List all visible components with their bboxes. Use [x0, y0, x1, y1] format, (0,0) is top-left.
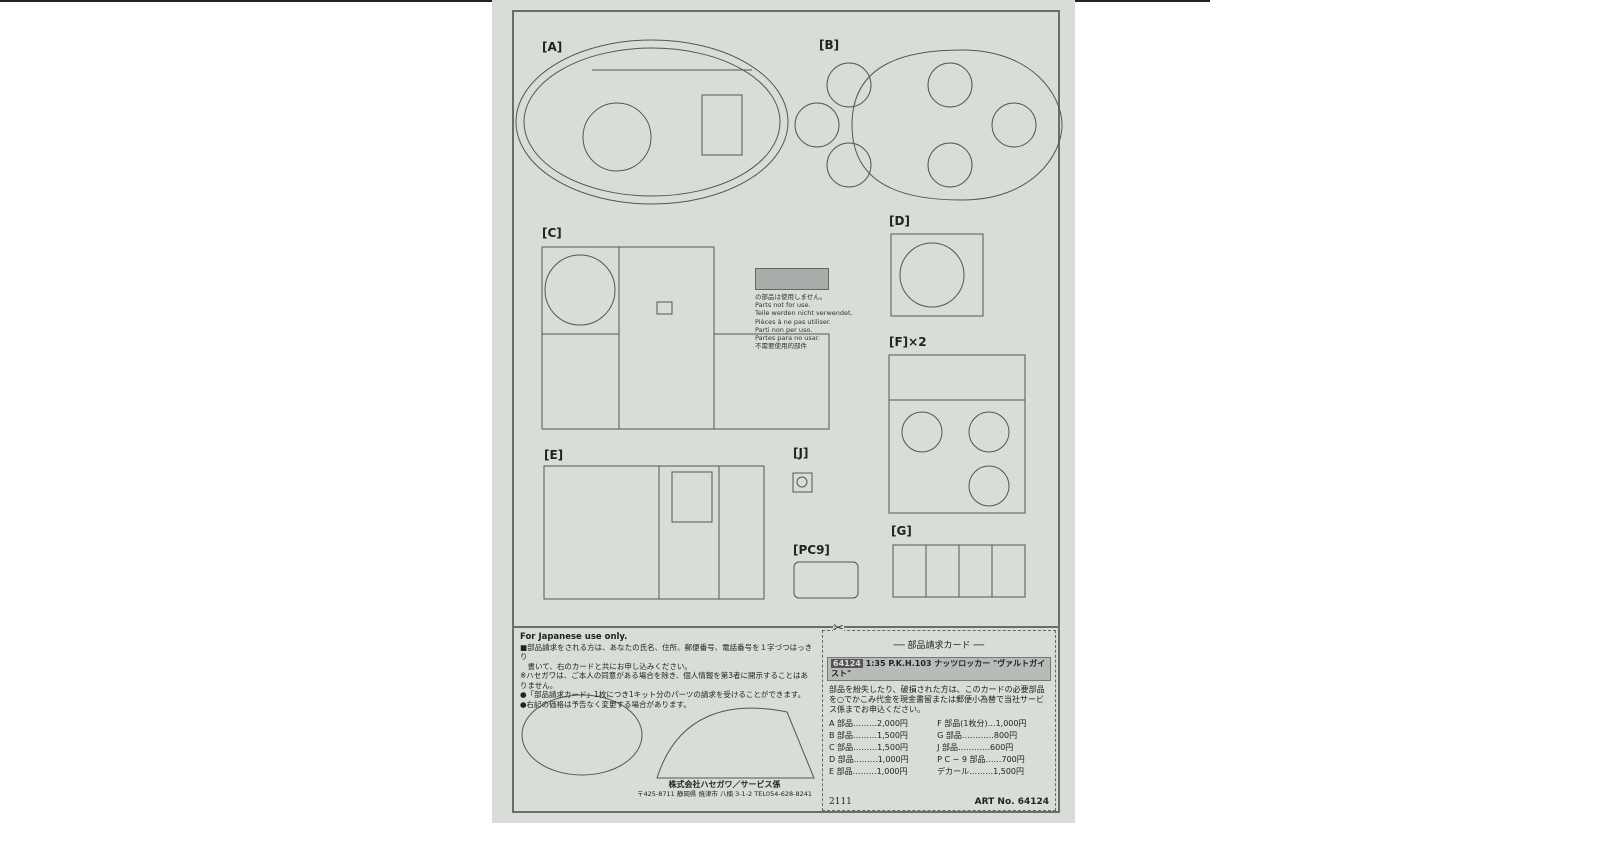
- note-line: Parti non per uso.: [755, 325, 813, 334]
- note-line: Partes para no usar.: [755, 334, 820, 343]
- price-item: A 部品………2,000円: [829, 719, 908, 728]
- sprue-d: [890, 233, 984, 317]
- company-info: 株式会社ハセガワ／サービス係 〒425-8711 静岡県 焼津市 八楠 3-1-…: [632, 780, 817, 798]
- product-name: P.K.H.103 ナッツロッカー "ヴァルトガイスト": [831, 659, 1046, 678]
- unused-color-swatch: [755, 268, 829, 290]
- product-line: 64124 1:35 P.K.H.103 ナッツロッカー "ヴァルトガイスト": [827, 657, 1051, 681]
- parts-request-card: ✂ ── 部品請求カード ── 64124 1:35 P.K.H.103 ナッツ…: [822, 622, 1056, 811]
- art-number: ART No. 64124: [974, 797, 1049, 807]
- sprue-b: [794, 49, 1063, 201]
- card-body: 部品を紛失したり、破損された方は、このカードの必要部品を○でかこみ代金を現金書留…: [829, 685, 1045, 714]
- price-item: F 部品(1枚分)…1,000円: [937, 719, 1027, 728]
- sprue-a: [515, 39, 789, 205]
- info-line: 書いて、右のカードと共にお申し込みください。: [520, 661, 692, 671]
- sprue-label-c: [C]: [542, 226, 562, 240]
- sprue-label-d: [D]: [889, 214, 910, 228]
- note-line: 不需要使用的部件: [755, 342, 807, 351]
- info-line: ■部品請求をされる方は、あなたの氏名、住所、郵便番号、電話番号を１字づつはっきり: [520, 642, 813, 662]
- price-item: D 部品………1,000円: [829, 755, 909, 764]
- info-heading: For Japanese use only.: [520, 632, 628, 642]
- sprue-label-f: [F]×2: [889, 335, 927, 349]
- japanese-info: For Japanese use only. ■部品請求をされる方は、あなたの氏…: [520, 632, 814, 709]
- price-list: A 部品………2,000円 F 部品(1枚分)…1,000円 B 部品………1,…: [829, 719, 1049, 777]
- company-name: 株式会社ハセガワ／サービス係: [668, 780, 781, 789]
- scissors-icon: ✂: [833, 621, 844, 636]
- scale: 1:35: [865, 659, 886, 668]
- sprue-drawings: [515, 39, 1063, 779]
- price-item: C 部品………1,500円: [829, 743, 909, 752]
- sprue-label-a: [A]: [542, 40, 563, 54]
- sprue-label-pc9: [PC9]: [793, 543, 830, 557]
- info-line: ●「部品請求カード」1枚につき1キット分のパーツの請求を受けることができます。: [520, 690, 806, 699]
- note-line: Parts not for use.: [755, 301, 811, 310]
- sprue-c: [541, 246, 830, 430]
- kit-illustration: [521, 694, 815, 779]
- print-code: 2111: [829, 797, 852, 807]
- instruction-sheet: [A] [B] [C] [D] [E] [F]×2 [J] [PC9] [G] …: [492, 0, 1075, 823]
- card-footer: 2111 ART No. 64124: [829, 797, 1049, 808]
- info-line: ※ハセガワは、ご本人の同意がある場合を除き、個人情報を第3者に開示することはあり…: [520, 671, 809, 690]
- company-address: 〒425-8711 静岡県 焼津市 八楠 3-1-2 TEL054-628-82…: [637, 790, 812, 798]
- price-item: E 部品………1,000円: [829, 767, 908, 776]
- price-item: P C − 9 部品……700円: [937, 755, 1025, 764]
- sprue-e: [543, 465, 765, 600]
- note-line: Pièces à ne pas utiliser.: [755, 317, 832, 326]
- price-item: J 部品…………600円: [937, 743, 1014, 752]
- sprue-label-b: [B]: [819, 38, 840, 52]
- price-item: G 部品…………800円: [937, 731, 1018, 740]
- note-line: Teile werden nicht verwendet.: [755, 309, 853, 318]
- sprue-label-e: [E]: [544, 448, 564, 462]
- sprue-label-g: [G]: [891, 524, 912, 538]
- sprue-f: [888, 354, 1026, 514]
- unused-parts-note: の部品は使用しません。 Parts not for use. Teile wer…: [755, 268, 853, 350]
- card-title: ── 部品請求カード ──: [893, 641, 985, 651]
- section-divider: [512, 626, 1060, 628]
- sprue-pc9: [793, 561, 859, 599]
- sprue-label-j: [J]: [793, 446, 809, 460]
- price-item: B 部品………1,500円: [829, 731, 908, 740]
- sprue-g: [892, 544, 1026, 598]
- product-code: 64124: [831, 659, 863, 668]
- sheet-frame: [512, 10, 1060, 813]
- price-item: デカール………1,500円: [937, 767, 1025, 776]
- note-line: の部品は使用しません。: [755, 293, 827, 301]
- info-line: ●右記の価格は予告なく変更する場合があります。: [520, 699, 691, 709]
- sprue-j: [792, 472, 813, 493]
